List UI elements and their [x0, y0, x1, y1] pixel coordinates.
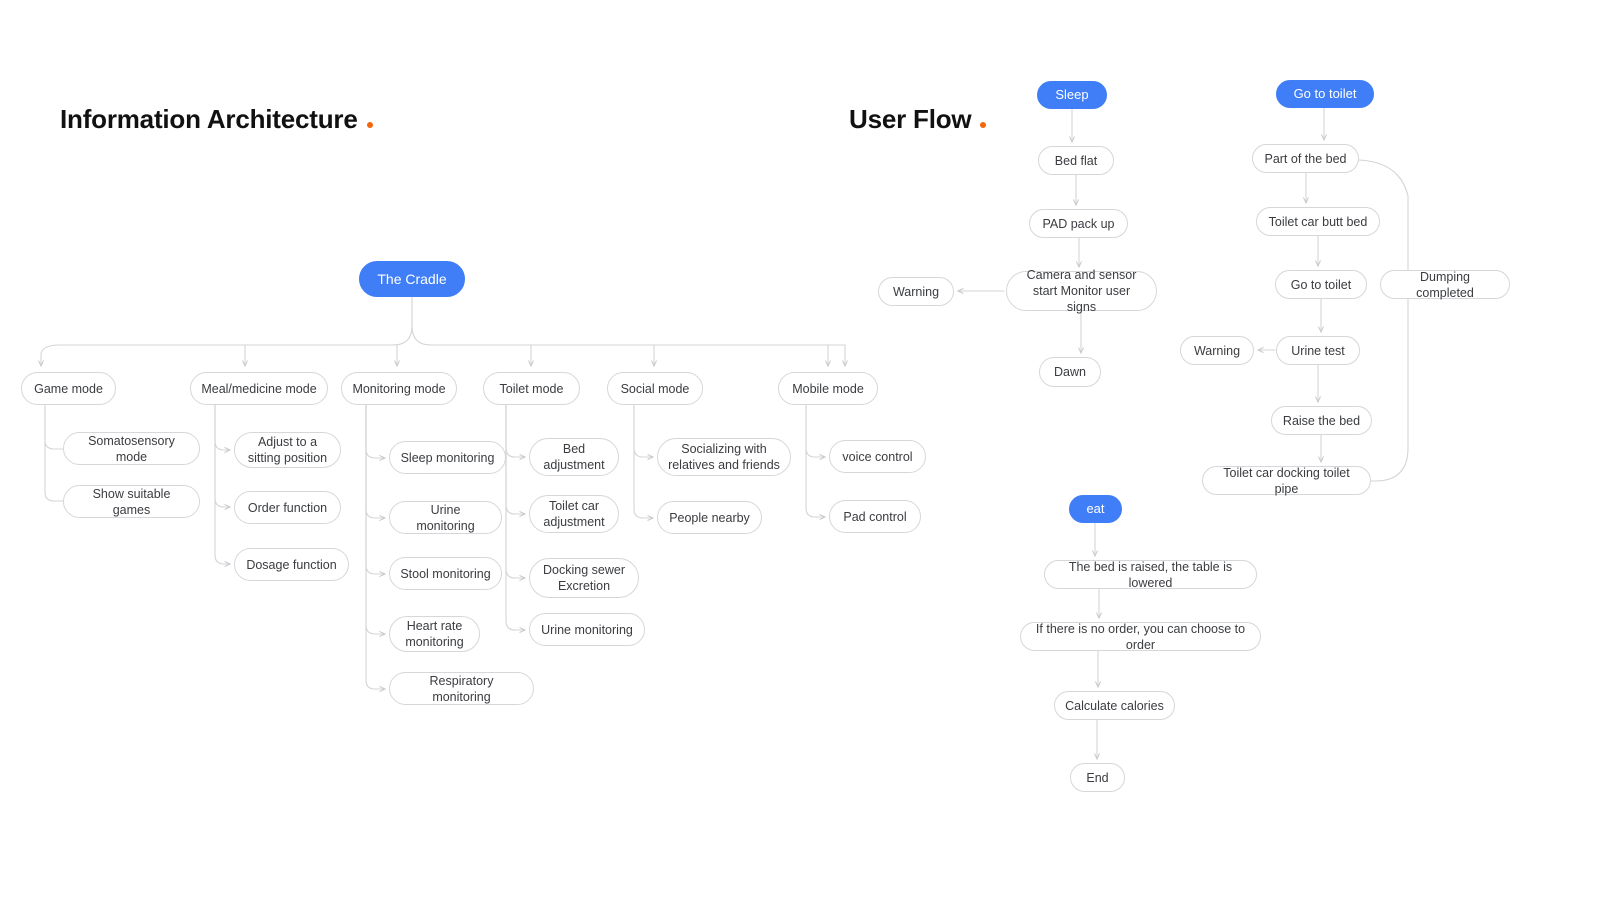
node-toilet-car-docking-toilet-pipe[interactable]: Toilet car docking toilet pipe [1202, 466, 1371, 496]
node-part-of-the-bed[interactable]: Part of the bed [1252, 144, 1359, 173]
node-dosage-function[interactable]: Dosage function [234, 548, 349, 581]
node-warning-sleep[interactable]: Warning [878, 277, 954, 306]
node-raise-the-bed[interactable]: Raise the bed [1271, 406, 1372, 435]
node-adjust-to-a-sitting-position[interactable]: Adjust to a sitting position [234, 432, 341, 468]
node-bed-adjustment[interactable]: Bed adjustment [529, 438, 619, 476]
node-dawn[interactable]: Dawn [1039, 357, 1101, 387]
node-game-mode[interactable]: Game mode [21, 372, 116, 405]
uf-title-text: User Flow [849, 104, 972, 134]
page-title-information-architecture: Information Architecture [60, 104, 373, 135]
ia-title-text: Information Architecture [60, 104, 358, 134]
node-somatosensory-mode[interactable]: Somatosensory mode [63, 432, 200, 465]
page-title-user-flow: User Flow [849, 104, 987, 135]
node-people-nearby[interactable]: People nearby [657, 501, 762, 534]
node-warning-toilet[interactable]: Warning [1180, 336, 1254, 365]
node-mobile-mode[interactable]: Mobile mode [778, 372, 878, 405]
node-end[interactable]: End [1070, 763, 1125, 792]
node-social-mode[interactable]: Social mode [607, 372, 703, 405]
title-dot-icon [366, 122, 373, 128]
node-toilet-mode[interactable]: Toilet mode [483, 372, 580, 405]
node-bed-flat[interactable]: Bed flat [1038, 146, 1114, 175]
node-sleep-monitoring[interactable]: Sleep monitoring [389, 441, 506, 474]
node-dumping-completed[interactable]: Dumping completed [1380, 270, 1510, 300]
node-monitoring-mode[interactable]: Monitoring mode [341, 372, 457, 405]
node-stool-monitoring[interactable]: Stool monitoring [389, 557, 502, 590]
node-urine-monitoring[interactable]: Urine monitoring [389, 501, 502, 534]
node-socializing-with-relatives-and-friends[interactable]: Socializing with relatives and friends [657, 438, 791, 476]
node-meal-medicine-mode[interactable]: Meal/medicine mode [190, 372, 328, 405]
node-show-suitable-games[interactable]: Show suitable games [63, 485, 200, 518]
node-voice-control[interactable]: voice control [829, 440, 926, 473]
node-toilet-car-butt-bed[interactable]: Toilet car butt bed [1256, 207, 1380, 236]
node-toilet-car-adjustment[interactable]: Toilet car adjustment [529, 495, 619, 533]
node-heart-rate-monitoring[interactable]: Heart rate monitoring [389, 616, 480, 652]
node-respiratory-monitoring[interactable]: Respiratory monitoring [389, 672, 534, 705]
node-docking-sewer-excretion[interactable]: Docking sewer Excretion [529, 558, 639, 598]
node-go-to-toilet[interactable]: Go to toilet [1275, 270, 1367, 299]
node-the-cradle[interactable]: The Cradle [359, 261, 465, 297]
node-pad-pack-up[interactable]: PAD pack up [1029, 209, 1128, 238]
node-urine-monitoring-toilet[interactable]: Urine monitoring [529, 613, 645, 646]
node-order-function[interactable]: Order function [234, 491, 341, 524]
node-pad-control[interactable]: Pad control [829, 500, 921, 533]
node-camera-and-sensor-start[interactable]: Camera and sensor start Monitor user sig… [1006, 268, 1157, 314]
node-sleep-start[interactable]: Sleep [1037, 81, 1107, 109]
node-no-order-choose-to-order[interactable]: If there is no order, you can choose to … [1020, 622, 1261, 652]
node-go-to-toilet-start[interactable]: Go to toilet [1276, 80, 1374, 108]
node-urine-test[interactable]: Urine test [1276, 336, 1360, 365]
node-calculate-calories[interactable]: Calculate calories [1054, 691, 1175, 720]
node-eat-start[interactable]: eat [1069, 495, 1122, 523]
node-bed-raised-table-lowered[interactable]: The bed is raised, the table is lowered [1044, 560, 1257, 590]
title-dot-icon [980, 122, 987, 128]
